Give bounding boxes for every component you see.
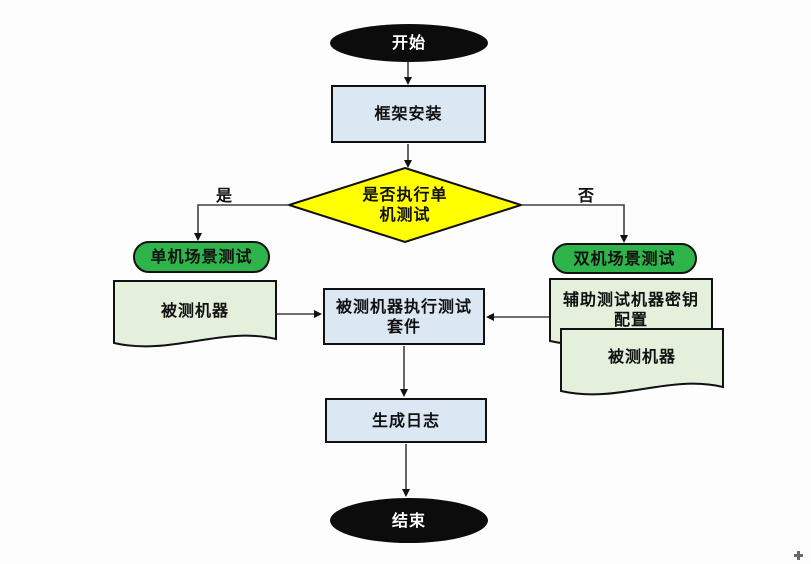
decision-single-test-label: 是否执行单机测试 [362,185,448,224]
aux-machine-key-config-label: 辅助测试机器密钥配置 [562,290,699,329]
end-label: 结束 [391,510,426,530]
single-scenario-node: 单机场景测试 [133,241,270,273]
execute-test-suite-label: 被测机器执行测试套件 [335,296,472,336]
framework-install-label: 框架安装 [374,104,443,123]
branch-yes-label: 是 [215,186,232,205]
framework-install-node: 框架安装 [331,85,486,143]
tested-machine-left-label: 被测机器 [160,301,229,320]
dual-scenario-label: 双机场景测试 [573,248,676,268]
start-label: 开始 [391,33,426,52]
generate-log-node: 生成日志 [325,398,487,443]
single-scenario-label: 单机场景测试 [150,247,253,266]
branch-no-label: 否 [577,186,594,205]
start-node: 开始 [330,24,488,62]
generate-log-label: 生成日志 [371,410,440,430]
cursor-artifact-bar [797,551,800,560]
dual-scenario-node: 双机场景测试 [552,243,697,274]
end-node: 结束 [330,498,488,543]
cursor-artifact-icon [793,550,804,561]
tested-machine-right-label: 被测机器 [607,347,676,366]
execute-test-suite-node: 被测机器执行测试套件 [323,288,485,345]
